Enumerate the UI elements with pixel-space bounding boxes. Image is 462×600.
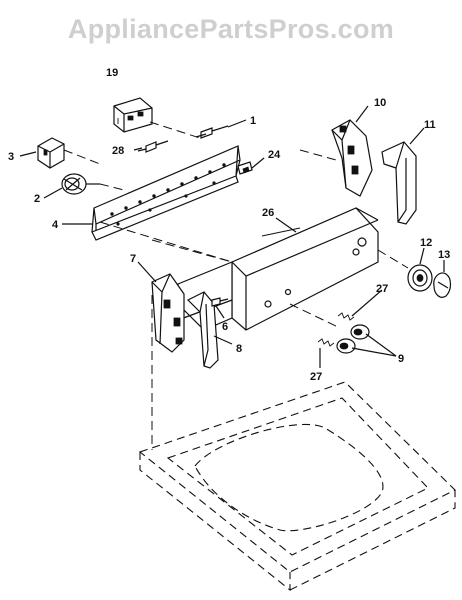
screw-part-6	[211, 297, 229, 307]
callout-3: 3	[8, 151, 14, 163]
callout-12: 12	[420, 237, 432, 249]
control-bracket	[91, 145, 241, 263]
callout-13: 13	[438, 249, 450, 261]
console-panel	[151, 207, 379, 331]
callout-2: 2	[34, 193, 40, 205]
button-part-9a	[350, 324, 370, 340]
end-cap-part-11	[381, 141, 417, 225]
knob-part-13	[433, 272, 452, 298]
callout-26: 26	[262, 207, 274, 219]
spring-part-27b	[317, 338, 335, 347]
callout-28: 28	[112, 145, 124, 157]
switch-part-3	[37, 137, 101, 169]
leader-button	[289, 303, 341, 329]
callout-9: 9	[398, 353, 404, 365]
callout-7: 7	[130, 253, 136, 265]
callout-1: 1	[250, 115, 256, 127]
dial-part-12	[407, 264, 433, 292]
leader-12	[377, 249, 409, 269]
callout-24: 24	[268, 149, 281, 161]
callout-27-upper: 27	[376, 283, 388, 295]
callout-10: 10	[374, 97, 386, 109]
end-bracket-part-7	[151, 273, 185, 353]
callout-leaders	[19, 105, 445, 368]
cabinet-top	[138, 295, 456, 592]
switch-part-19	[113, 97, 201, 139]
callout-4: 4	[52, 219, 59, 231]
timer-part-2	[61, 173, 125, 195]
callout-19: 19	[106, 67, 118, 79]
callout-27-lower: 27	[310, 371, 322, 383]
callout-6: 6	[222, 321, 228, 333]
spring-part-27a	[337, 312, 355, 321]
callout-8: 8	[236, 343, 242, 355]
button-part-9b	[336, 338, 356, 354]
clip-part-24	[237, 161, 253, 175]
screw-part-1	[195, 125, 229, 139]
watermark-text: AppliancePartsPros.com	[67, 14, 395, 44]
end-cap-part-8	[186, 291, 219, 369]
callout-11: 11	[424, 119, 436, 131]
end-bracket-part-10	[299, 119, 373, 197]
screw-part-28	[137, 140, 169, 153]
